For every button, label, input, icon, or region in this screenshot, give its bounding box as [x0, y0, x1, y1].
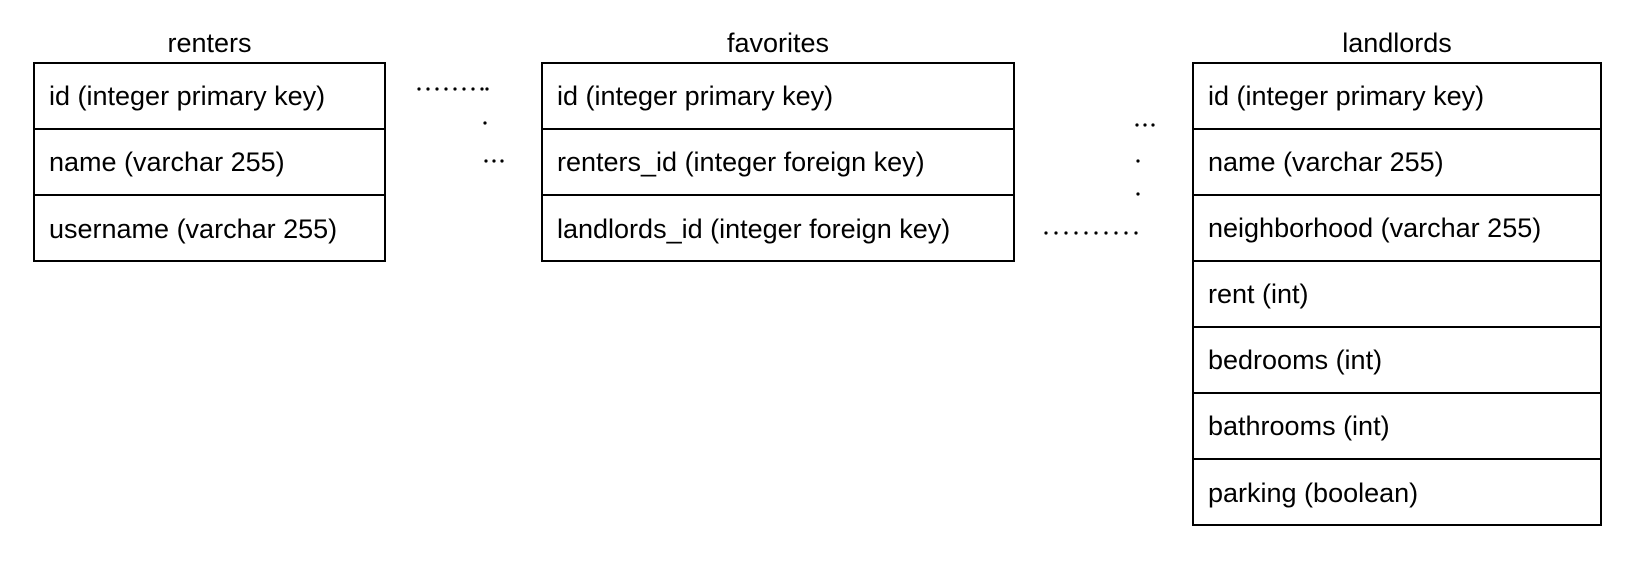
landlords-row-rent: rent (int) — [1194, 262, 1600, 328]
renters-favorites-connector — [417, 87, 504, 163]
favorites-table-title: favorites — [726, 28, 830, 58]
landlords-row-bathrooms: bathrooms (int) — [1194, 394, 1600, 460]
landlords-row-id: id (integer primary key) — [1194, 64, 1600, 130]
favorites-row-landlords-id: landlords_id (integer foreign key) — [557, 213, 951, 244]
favorites-row-id: id (integer primary key) — [543, 64, 1013, 130]
renters-table-title: renters — [167, 28, 252, 58]
landlords-row-neighborhood: neighborhood (varchar 255) — [1194, 196, 1600, 262]
renters-row-username: username (varchar 255) — [49, 213, 338, 244]
renters-row-id: id (integer primary key) — [35, 64, 384, 130]
renters-table: id (integer primary key) name (varchar 2… — [33, 62, 386, 262]
landlords-row-bedrooms: bedrooms (int) — [1194, 328, 1600, 394]
landlords-table-title: landlords — [1342, 28, 1452, 58]
renters-row-name: name (varchar 255) — [35, 130, 384, 196]
landlords-table: id (integer primary key) name (varchar 2… — [1192, 62, 1602, 526]
favorites-row-renters-id: renters_id (integer foreign key) — [543, 130, 1013, 196]
landlords-row-parking: parking (boolean) — [1208, 477, 1419, 508]
landlords-row-name: name (varchar 255) — [1194, 130, 1600, 196]
favorites-table: id (integer primary key) renters_id (int… — [541, 62, 1015, 262]
favorites-landlords-connector — [1044, 123, 1155, 235]
